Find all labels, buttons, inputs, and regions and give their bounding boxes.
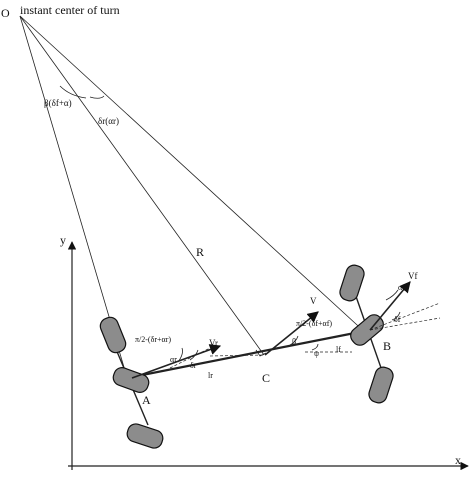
psi-arc bbox=[311, 343, 319, 351]
length-rear-label: lr bbox=[208, 371, 213, 380]
psi-label: ψ bbox=[314, 349, 319, 358]
front-right-wheel bbox=[368, 366, 394, 404]
radius-label: R bbox=[196, 245, 204, 259]
beta-small-arc bbox=[289, 335, 299, 346]
front-center-wheel bbox=[350, 314, 384, 346]
front-velocity-arrow bbox=[369, 281, 411, 331]
alpha-f-arc bbox=[385, 289, 399, 301]
line-o-to-center bbox=[19, 15, 265, 356]
front-velocity-label: Vf bbox=[408, 271, 418, 281]
alpha-f-label: αf bbox=[398, 283, 405, 292]
rear-left-wheel bbox=[99, 316, 127, 354]
rear-velocity-label: Vr bbox=[209, 338, 218, 348]
vehicle-body bbox=[126, 328, 371, 380]
origin-caption: instant center of turn bbox=[20, 3, 120, 17]
rear-center-wheel bbox=[112, 367, 150, 393]
alpha-r-arc bbox=[177, 347, 183, 363]
alpha-r-label: αr bbox=[170, 355, 177, 364]
beta-label: β bbox=[292, 337, 296, 346]
delta-r-arc bbox=[89, 95, 105, 99]
line-o-to-rear bbox=[19, 15, 127, 375]
rear-reference-dash bbox=[209, 354, 266, 357]
beta-arc bbox=[59, 85, 87, 99]
right-angle-mark bbox=[255, 349, 267, 357]
delta-f-label: δf bbox=[394, 315, 401, 324]
delta-r-angle-label: δr(αr) bbox=[98, 116, 119, 126]
center-velocity-label: V bbox=[310, 296, 317, 306]
delta-r-small-arc bbox=[189, 349, 199, 361]
rear-angle-expression: π/2-(δr+αr) bbox=[135, 335, 171, 344]
y-axis-label: y bbox=[60, 233, 66, 247]
center-angle-expression: π/2-(δf+αf) bbox=[296, 319, 332, 328]
point-c-label: C bbox=[262, 371, 270, 385]
beta-front-angle-label: β(δf+α) bbox=[44, 98, 72, 108]
length-front-label: lf bbox=[336, 345, 341, 354]
front-body-dash bbox=[369, 317, 441, 331]
delta-f-arc bbox=[391, 311, 401, 321]
point-b-label: B bbox=[383, 339, 391, 353]
point-a-label: A bbox=[142, 393, 151, 407]
origin-label: O bbox=[1, 6, 10, 20]
rear-velocity-arrow bbox=[131, 344, 222, 379]
front-left-wheel bbox=[339, 264, 365, 302]
front-heading-dash bbox=[369, 302, 441, 331]
delta-r-label: δr bbox=[190, 361, 197, 370]
rear-right-wheel bbox=[126, 423, 164, 449]
x-axis-label: x bbox=[455, 453, 461, 467]
line-o-to-front bbox=[19, 15, 369, 336]
center-velocity-arrow bbox=[264, 311, 319, 356]
